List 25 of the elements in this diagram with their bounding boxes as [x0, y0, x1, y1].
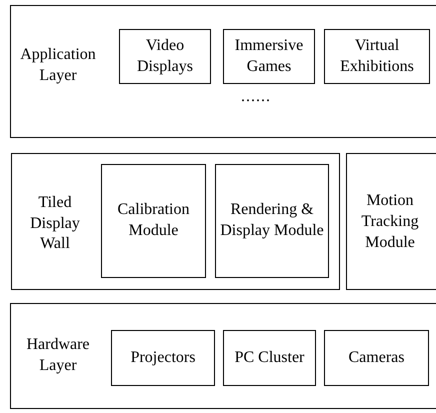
module-label: Projectors: [130, 348, 196, 368]
module-box: [324, 330, 429, 386]
module-box: [119, 29, 211, 84]
layer-title: Tiled Display Wall: [29, 192, 81, 254]
layer-title: Application Layer: [19, 45, 97, 86]
ellipsis-note: ......: [241, 88, 271, 106]
module-label: Cameras: [348, 348, 406, 368]
module-label: PC Cluster: [234, 348, 306, 368]
module-box: [111, 330, 215, 386]
module-label: Rendering & Display Module: [219, 200, 325, 241]
module-box: [215, 164, 329, 278]
layer-panel: [10, 5, 436, 138]
layer-panel: [10, 303, 436, 409]
module-box: [346, 153, 436, 290]
module-box: [324, 29, 430, 84]
module-box: [223, 29, 315, 84]
module-box: [223, 330, 316, 386]
module-label: Immersive Games: [234, 36, 304, 76]
module-box: [101, 164, 206, 278]
module-label: Video Displays: [136, 36, 194, 76]
module-label: Virtual Exhibitions: [339, 36, 415, 76]
module-label: Motion Tracking Module: [360, 191, 420, 253]
module-label: Calibration Module: [116, 200, 190, 241]
layer-panel: [11, 153, 340, 290]
layer-title: Hardware Layer: [25, 335, 91, 376]
